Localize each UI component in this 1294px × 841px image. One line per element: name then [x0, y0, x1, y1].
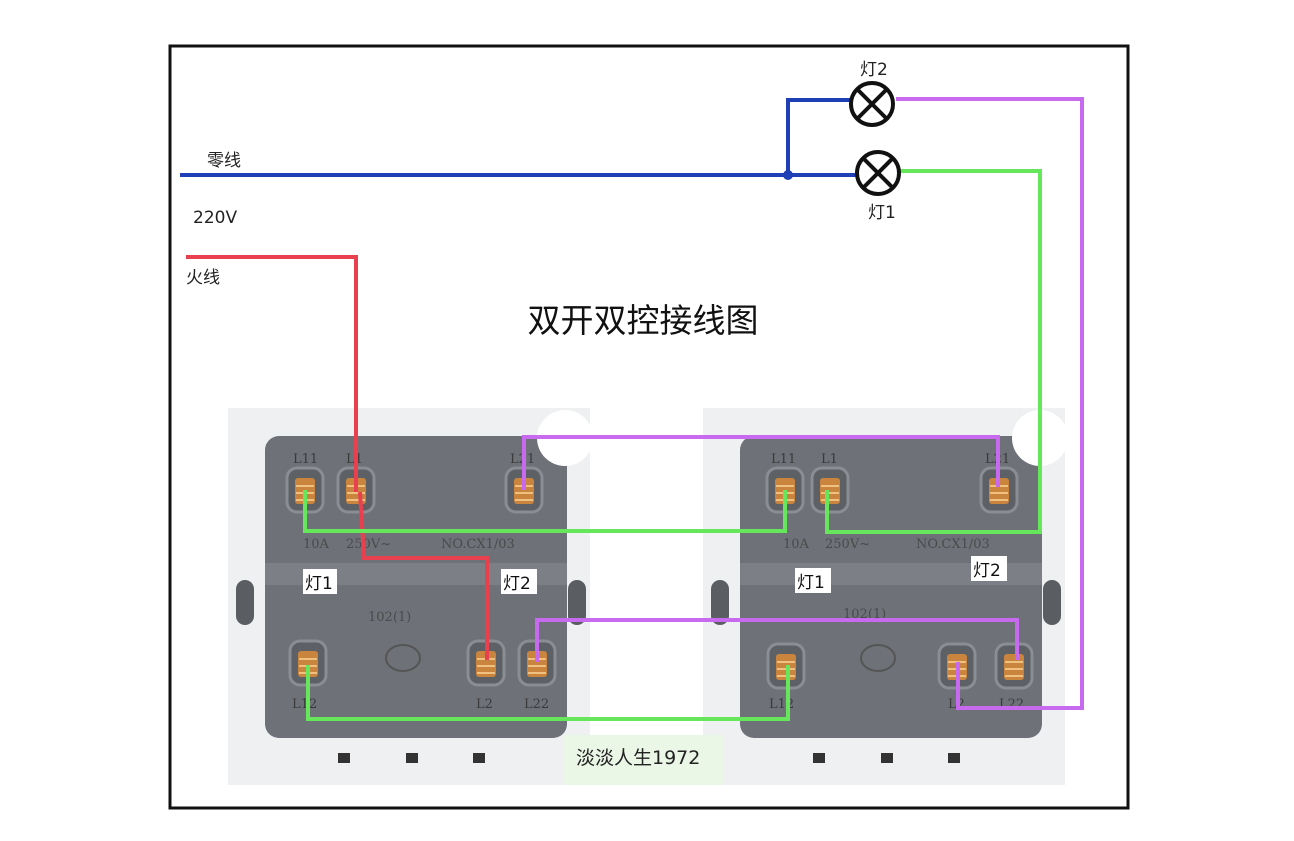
switch-tag-lamp1: 灯1 — [305, 574, 333, 594]
terminal-label-l12: L12 — [292, 697, 317, 712]
terminal-label-l11: L11 — [293, 452, 318, 467]
live-jumper-wire — [358, 491, 489, 660]
diagram-title: 双开双控接线图 — [528, 301, 759, 340]
neutral-label: 零线 — [207, 151, 241, 171]
lamp2-wire — [896, 97, 1084, 710]
product-code: 102(1) — [368, 610, 411, 625]
lamp2-icon — [849, 81, 895, 127]
traveler-l22-wire — [535, 618, 1019, 662]
terminal-screw — [994, 642, 1034, 690]
switch-tag-lamp2: 灯2 — [973, 561, 1001, 581]
switch-right: L11 L1 L21 L12 L2 L22 10A 250V~ NO.CX1/0… — [702, 407, 1069, 786]
model-number: NO.CX1/03 — [441, 537, 515, 552]
switch-tag-lamp2: 灯2 — [503, 574, 531, 594]
lamp1-wire — [825, 169, 1042, 534]
lamp1-label: 灯1 — [868, 203, 896, 223]
rating-amps: 10A — [783, 537, 810, 552]
rating-amps: 10A — [303, 537, 330, 552]
live-wire — [186, 255, 358, 492]
voltage-label: 220V — [193, 208, 237, 228]
switch-tag-lamp1: 灯1 — [797, 573, 825, 593]
switch-left: L11 L1 L21 L12 L2 L22 10A 250V~ NO.CX1/0… — [227, 407, 594, 786]
rating-volts: 250V~ — [346, 537, 391, 552]
neutral-branch-wire — [786, 98, 850, 175]
model-number: NO.CX1/03 — [916, 537, 990, 552]
traveler-l12-wire — [306, 665, 790, 721]
traveler-l21-wire — [522, 435, 1000, 490]
terminal-label-l1: L1 — [821, 452, 838, 467]
live-label: 火线 — [186, 268, 220, 288]
junction-dot — [783, 170, 793, 180]
rating-volts: 250V~ — [825, 537, 870, 552]
watermark-text: 淡淡人生1972 — [576, 747, 700, 769]
lamp2-label: 灯2 — [860, 60, 888, 80]
terminal-label-l22: L22 — [524, 697, 549, 712]
traveler-l11-wire — [303, 490, 787, 533]
lamp1-icon — [855, 150, 901, 196]
terminal-label-l11: L11 — [771, 452, 796, 467]
terminal-screw — [810, 466, 850, 514]
terminal-label-l12: L12 — [769, 697, 794, 712]
watermark-box — [563, 735, 723, 785]
terminal-label-l2: L2 — [476, 697, 493, 712]
